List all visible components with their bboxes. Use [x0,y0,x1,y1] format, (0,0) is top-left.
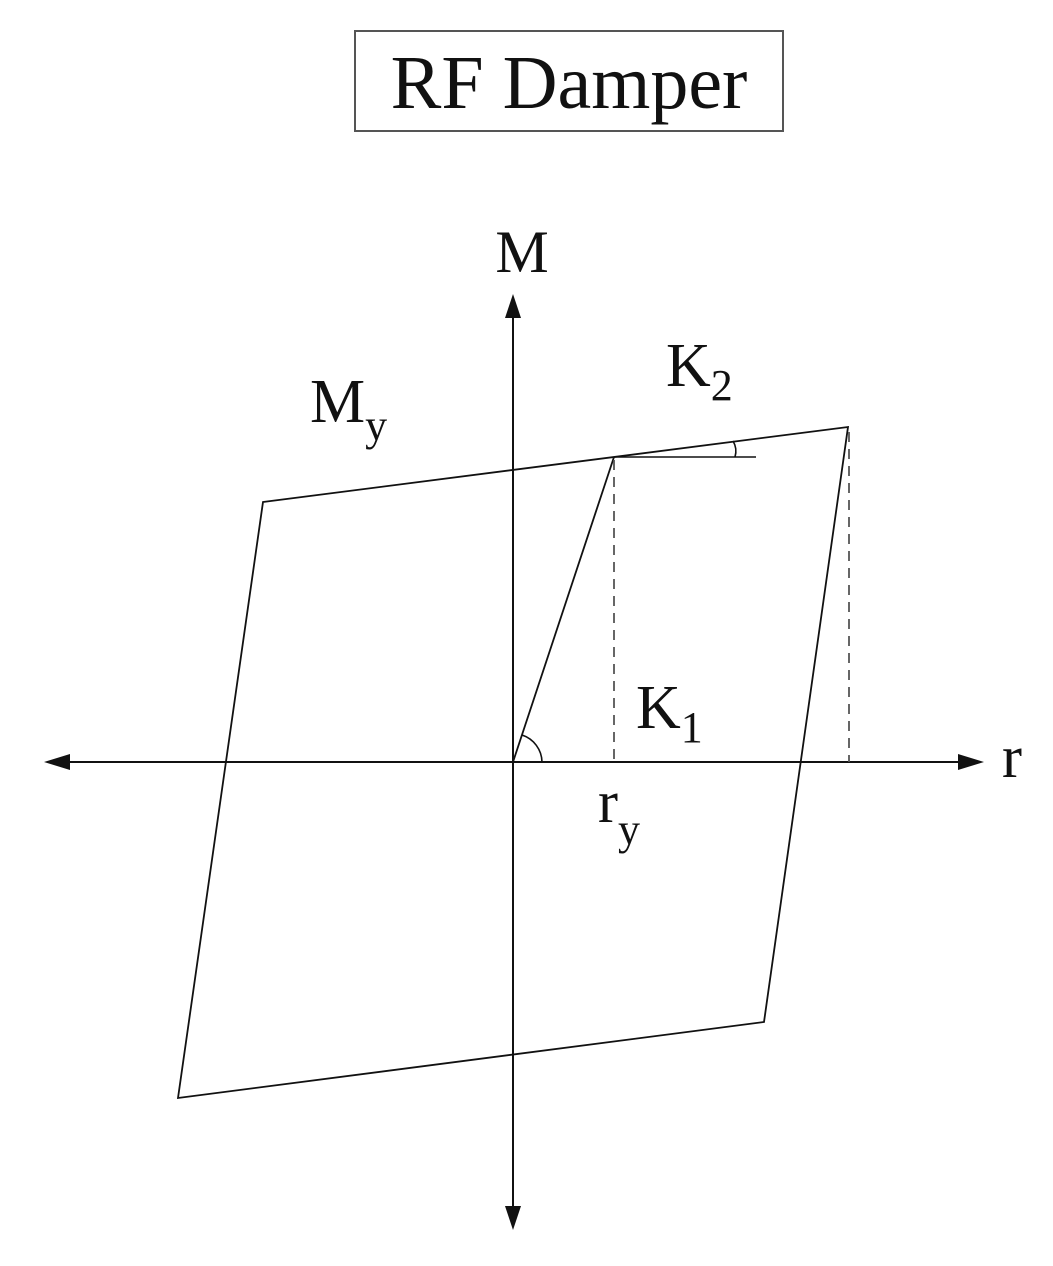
hysteresis-loop [176,425,850,1100]
title-box [354,30,784,132]
initial-stiffness-label: K1 [636,674,703,752]
initial-loading-branch [512,456,615,763]
vertical-axis-top-arrow [505,294,521,318]
title-group: RF Damper [354,30,784,132]
yield-rotation-label: ry [598,769,640,854]
yield-moment-label: My [310,368,387,450]
diagram-title: RF Damper [391,41,748,125]
horizontal-axis-left-arrow [44,754,70,770]
vertical-axis-bottom-arrow [505,1206,521,1230]
post-yield-stiffness-label: K2 [666,332,733,410]
k2-angle-arc [732,440,737,458]
horizontal-axis-right-arrow [958,754,984,770]
vertical-axis-label: M [495,219,548,285]
horizontal-axis-label: r [1002,724,1022,790]
k1-angle-arc [521,734,543,763]
axes: M r [44,219,1022,1230]
